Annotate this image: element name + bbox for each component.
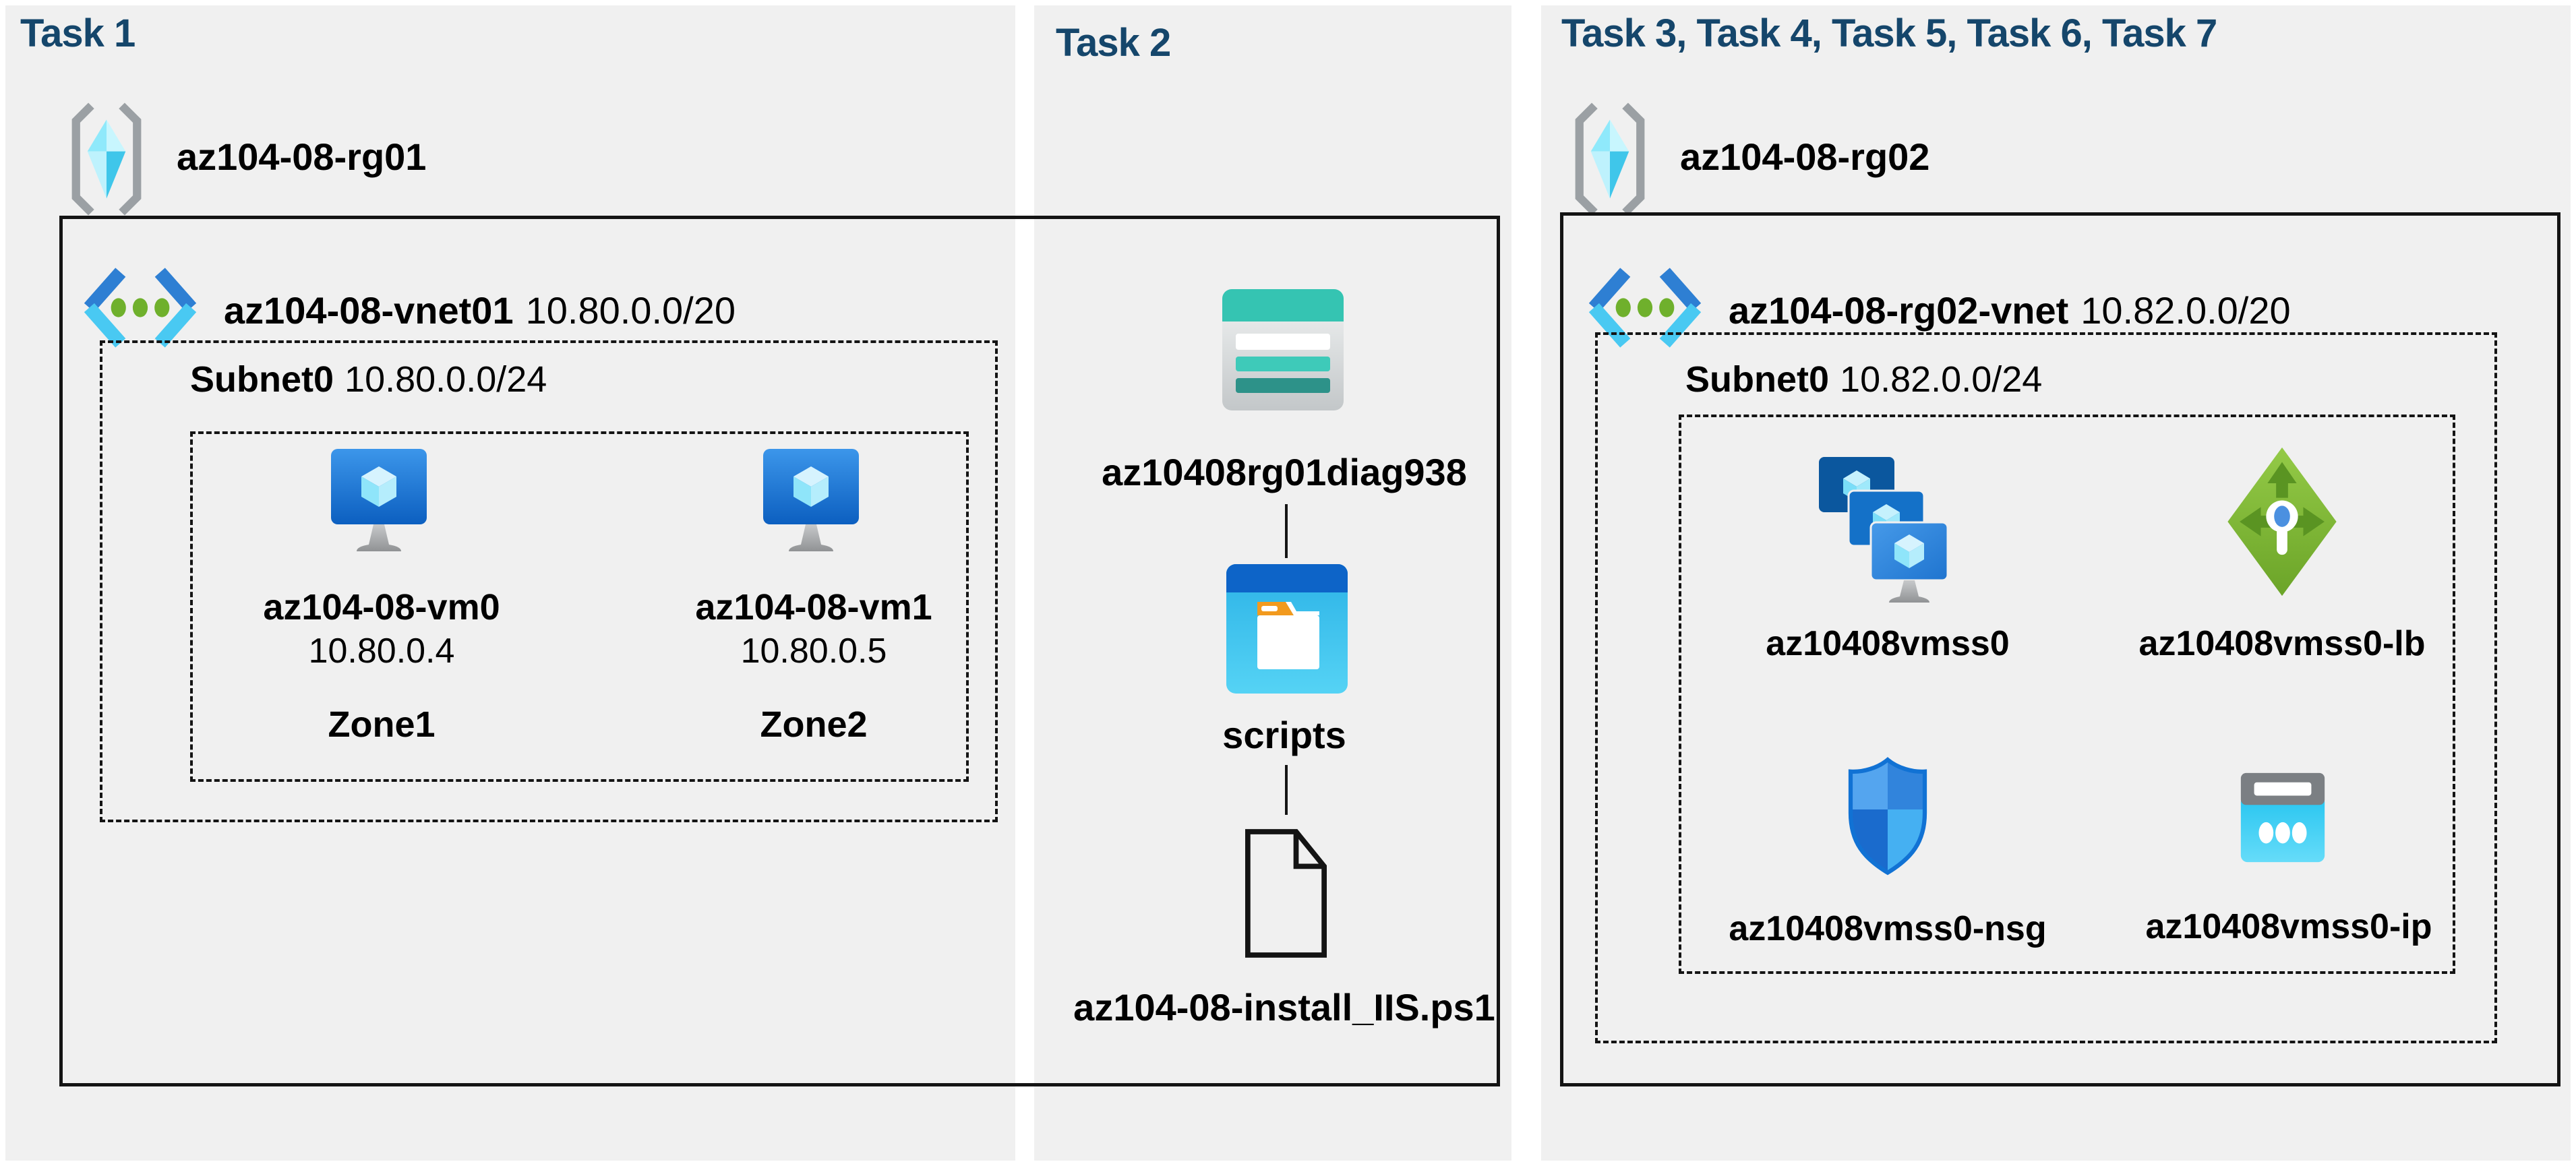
connector-line bbox=[1285, 504, 1288, 558]
vnet1-box bbox=[59, 216, 1500, 1086]
nsg-icon bbox=[1848, 757, 1927, 876]
vnet-icon bbox=[84, 268, 197, 348]
storage-account-icon bbox=[1222, 289, 1344, 410]
vnet-icon bbox=[1588, 268, 1702, 348]
resource-group-icon bbox=[71, 102, 142, 216]
task2-title: Task 2 bbox=[1056, 21, 1171, 65]
vnet2-box bbox=[1560, 212, 2560, 1086]
script-file-icon bbox=[1245, 829, 1327, 958]
connector-line bbox=[1285, 765, 1288, 815]
container-label: scripts bbox=[1222, 714, 1346, 756]
task1-title: Task 1 bbox=[20, 11, 136, 55]
lb-label: az10408vmss0-lb bbox=[2138, 624, 2426, 663]
panel-task3 bbox=[1541, 5, 2571, 1161]
load-balancer-icon bbox=[2227, 447, 2337, 596]
vm-ip: 10.80.0.5 bbox=[740, 632, 887, 671]
resource-group-label: az104-08-rg02 bbox=[1680, 135, 1930, 178]
subnet2-name: Subnet0 bbox=[1685, 359, 1830, 400]
storage-account-label: az10408rg01diag938 bbox=[1102, 451, 1467, 493]
resource-group-label: az104-08-rg01 bbox=[177, 135, 427, 178]
vm-zone: Zone2 bbox=[760, 704, 868, 745]
public-ip-icon bbox=[2240, 772, 2325, 863]
resource-group-icon bbox=[1575, 102, 1645, 216]
panel-task1 bbox=[5, 5, 1015, 1161]
blob-container-icon bbox=[1226, 564, 1348, 694]
task3-title: Task 3, Task 4, Task 5, Task 6, Task 7 bbox=[1561, 11, 2217, 55]
vmss-icon bbox=[1819, 457, 1949, 603]
subnet2-cidr: 10.82.0.0/24 bbox=[1840, 359, 2043, 400]
subnet1-name: Subnet0 bbox=[190, 359, 334, 400]
public-ip-label: az10408vmss0-ip bbox=[2145, 907, 2432, 946]
subnet2-box bbox=[1595, 332, 2497, 1043]
vm-group-box bbox=[190, 431, 969, 782]
subnet1-cidr: 10.80.0.0/24 bbox=[345, 359, 547, 400]
subnet1-label: Subnet0 10.80.0.0/24 bbox=[190, 359, 547, 400]
vnet1-name: az104-08-vnet01 bbox=[224, 289, 514, 332]
script-file-label: az104-08-install_IIS.ps1 bbox=[1073, 986, 1495, 1029]
vm-name: az104-08-vm0 bbox=[263, 587, 500, 627]
vm-name: az104-08-vm1 bbox=[695, 587, 932, 627]
vnet1-label: az104-08-vnet01 10.80.0.0/20 bbox=[224, 288, 736, 332]
vnet2-cidr: 10.82.0.0/20 bbox=[2080, 289, 2291, 332]
vmss-label: az10408vmss0 bbox=[1766, 624, 2010, 663]
vm-ip: 10.80.0.4 bbox=[308, 632, 455, 671]
vnet1-cidr: 10.80.0.0/20 bbox=[525, 289, 736, 332]
nsg-label: az10408vmss0-nsg bbox=[1729, 909, 2047, 948]
vmss-group-box bbox=[1679, 415, 2455, 974]
vm-icon bbox=[331, 449, 427, 551]
vm-zone: Zone1 bbox=[328, 704, 436, 745]
subnet1-box bbox=[100, 340, 998, 822]
vm-icon bbox=[763, 449, 859, 551]
vnet2-name: az104-08-rg02-vnet bbox=[1729, 289, 2069, 332]
vnet2-label: az104-08-rg02-vnet 10.82.0.0/20 bbox=[1729, 288, 2291, 332]
